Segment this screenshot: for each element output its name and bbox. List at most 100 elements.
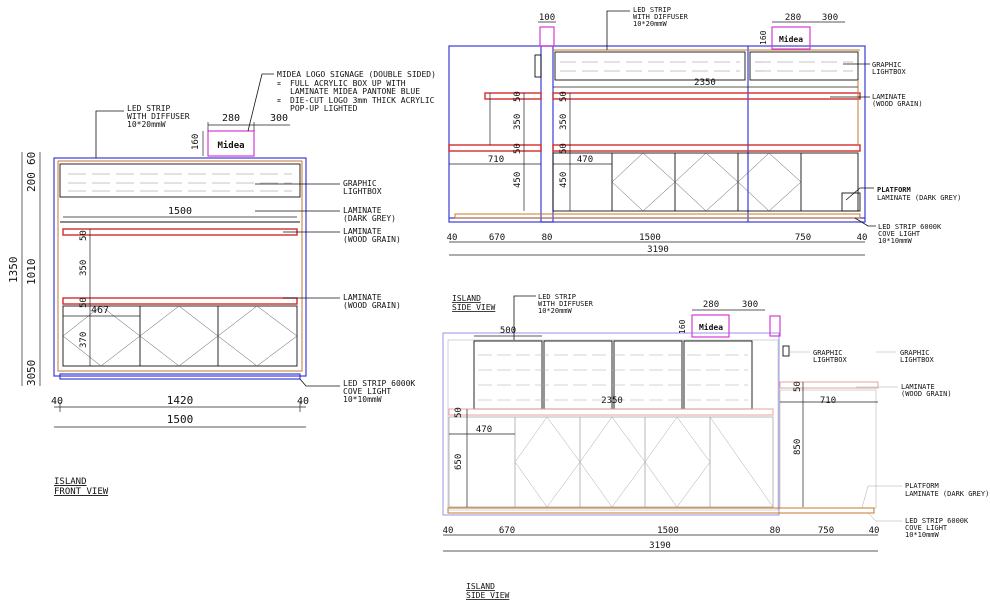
sv2-led-note-0: LED STRIP [538, 293, 576, 301]
sv2-title-2: SIDE VIEW [452, 303, 496, 312]
sv2-wood-note-1: (WOOD GRAIN) [901, 390, 952, 398]
sv2-dim-3190: 3190 [649, 541, 671, 551]
sv2-column-cap [769, 315, 781, 337]
sv1-dim-470: 470 [577, 155, 593, 165]
sv2-lightbox-b-0: GRAPHIC [900, 349, 930, 357]
sv1-logo-text: Midea [779, 34, 803, 44]
sv2-led-note-1: WITH DIFFUSER [538, 300, 594, 308]
sv1-dim-160: 160 [759, 30, 768, 45]
sv2-dim-300: 300 [742, 300, 758, 310]
sv2-dim-40a: 40 [443, 526, 454, 536]
front-led-note-0: LED STRIP [127, 104, 171, 113]
front-logo-box [207, 130, 255, 157]
front-view-title-1: ISLAND [54, 477, 87, 487]
sv1-led-note-1: WITH DIFFUSER [633, 13, 689, 21]
sv2-logo-box [691, 314, 730, 338]
front-wood-note-a0: LAMINATE [343, 227, 382, 236]
front-dim-200: 200 [25, 172, 38, 192]
sv1-cove-note-0: LED STRIP 6000K [878, 223, 942, 231]
front-signage-note-0: MIDEA LOGO SIGNAGE (DOUBLE SIDED) [277, 70, 436, 79]
side-view-bottom: ISLAND SIDE VIEW Midea 280 [442, 293, 989, 600]
front-dim-1500: 1500 [167, 413, 194, 426]
front-dark-grey-note-0: LAMINATE [343, 206, 382, 215]
front-led-note-1: WITH DIFFUSER [127, 112, 190, 121]
sv2-dim-1500: 1500 [657, 526, 679, 536]
sv1-dim-300: 300 [822, 13, 838, 23]
sv1-dim-710: 710 [488, 155, 504, 165]
front-dim-280: 280 [222, 113, 240, 124]
sv2-dim-40b: 40 [869, 526, 880, 536]
front-signage-note-2: LAMINATE MIDEA PANTONE BLUE [290, 87, 420, 96]
sv1-dim-3190: 3190 [647, 245, 669, 255]
front-dim-370: 370 [79, 332, 89, 348]
front-view-title-2: FRONT VIEW [54, 487, 109, 497]
sv2-platform-note-0: PLATFORM [905, 482, 939, 490]
front-cove-strip [59, 373, 301, 380]
front-dim-1420: 1420 [167, 394, 194, 407]
sv1-cove-note-1: COVE LIGHT [878, 230, 921, 238]
sv1-dim-280: 280 [785, 13, 801, 23]
front-dim-60: 60 [25, 152, 38, 165]
front-dim-1500-inner: 1500 [168, 206, 192, 217]
sv1-dim-100: 100 [539, 13, 555, 23]
front-view: Midea 280 300 160 MIDEA LOGO SIGNAGE (DO… [7, 70, 436, 497]
sv2-dim-750: 750 [818, 526, 834, 536]
sv1-dim-40b: 40 [857, 233, 868, 243]
sv1-dim-80: 80 [542, 233, 553, 243]
sv2-title-1: ISLAND [452, 294, 481, 303]
front-dim-1010: 1010 [25, 259, 38, 286]
front-dim-467: 467 [91, 305, 109, 316]
sv2-lightbox-a-1: LIGHTBOX [813, 356, 848, 364]
front-dim-40b: 40 [297, 396, 309, 407]
sv2-cove-note-0: LED STRIP 6000K [905, 517, 969, 525]
front-inner-frame [57, 160, 303, 372]
sv2-lightbox-b-1: LIGHTBOX [900, 356, 935, 364]
front-wood-note-b0: LAMINATE [343, 293, 382, 302]
sv1-outer-frame [448, 45, 866, 223]
sv1-cove-note-2: 10*10mmW [878, 237, 913, 245]
sv2-led-note-2: 10*20mmW [538, 307, 573, 315]
sv1-lightbox-note-0: GRAPHIC [872, 61, 902, 69]
sv2-outer-frame [442, 332, 780, 516]
front-signage-note-3: DIE-CUT LOGO 3mm THICK ACRYLIC [290, 96, 435, 105]
sv1-dim-2350: 2350 [694, 78, 716, 88]
sv2-dim-80: 80 [770, 526, 781, 536]
front-cove-note-0: LED STRIP 6000K [343, 379, 415, 388]
sv1-lightbox-right [749, 51, 859, 81]
side-view-top: Midea 280 300 160 100 LED STRIP WITH DIF… [447, 6, 961, 256]
front-outer-frame [53, 157, 307, 377]
sv2-logo-text: Midea [699, 322, 723, 332]
front-dim-50a: 50 [79, 230, 89, 241]
front-cove-note-2: 10*10mmW [343, 395, 382, 404]
front-dim-300: 300 [270, 113, 288, 124]
sv1-dim-350b: 350 [559, 114, 569, 130]
front-lightbox-note-0: GRAPHIC [343, 179, 377, 188]
front-wood-note-b1: (WOOD GRAIN) [343, 301, 401, 310]
front-dark-grey-note-1: (DARK GREY) [343, 214, 396, 223]
sv1-cabinet [552, 152, 859, 212]
sv1-dim-50d: 50 [559, 143, 569, 154]
front-dim-30: 30 [25, 373, 38, 386]
sv2-cove-note-2: 10*10mmW [905, 531, 940, 539]
sv2-dim-2350: 2350 [601, 396, 623, 406]
sv2-bottom-title-1: ISLAND [466, 582, 495, 591]
sv2-dim-500: 500 [500, 326, 516, 336]
sv2-dim-160: 160 [678, 319, 687, 334]
front-signage-note-4: POP-UP LIGHTED [290, 104, 358, 113]
sv2-wood-note-0: LAMINATE [901, 383, 935, 391]
sv1-dim-750: 750 [795, 233, 811, 243]
front-dim-350: 350 [79, 260, 89, 276]
front-dim-40a: 40 [51, 396, 63, 407]
front-shelf-mid [62, 297, 298, 305]
sv2-dim-650: 650 [454, 454, 464, 470]
sv2-bottom-title-2: SIDE VIEW [466, 591, 510, 600]
sv2-lightbox-a-0: GRAPHIC [813, 349, 843, 357]
sv1-dim-450b: 450 [559, 172, 569, 188]
sv1-led-note-0: LED STRIP [633, 6, 671, 14]
sv1-dim-40a: 40 [447, 233, 458, 243]
front-signage-note-1: FULL ACRYLIC BOX UP WITH [290, 79, 406, 88]
sv2-dim-710: 710 [820, 396, 836, 406]
front-dim-1350: 1350 [7, 257, 20, 284]
